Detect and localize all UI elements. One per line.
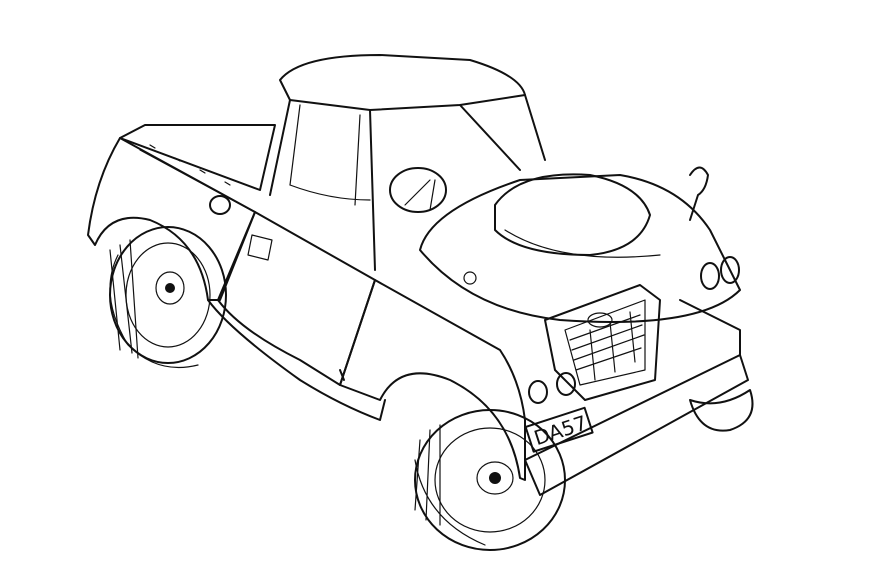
number-plate: DA57 bbox=[524, 406, 594, 453]
front-bumper bbox=[524, 354, 749, 496]
front-fender-panel bbox=[339, 279, 526, 481]
headlight-icon bbox=[528, 380, 548, 404]
fuel-cap-icon bbox=[209, 195, 231, 215]
side-mirror-icon bbox=[689, 166, 709, 221]
front-wheel bbox=[414, 409, 566, 551]
headlight-icon bbox=[700, 262, 720, 290]
door-panel bbox=[217, 211, 376, 386]
headlight-icon bbox=[720, 256, 740, 284]
cab-soft-top bbox=[269, 54, 546, 271]
spare-tire bbox=[494, 173, 651, 256]
front-grille bbox=[544, 284, 661, 401]
door-handle-icon bbox=[247, 234, 273, 261]
far-front-wheel bbox=[689, 389, 754, 432]
rear-wheel bbox=[109, 226, 227, 369]
rear-bed bbox=[119, 124, 276, 191]
steering-wheel bbox=[389, 167, 447, 213]
rear-fender-panel bbox=[87, 137, 256, 301]
headlight-icon bbox=[556, 372, 576, 396]
bonnet bbox=[419, 173, 741, 323]
